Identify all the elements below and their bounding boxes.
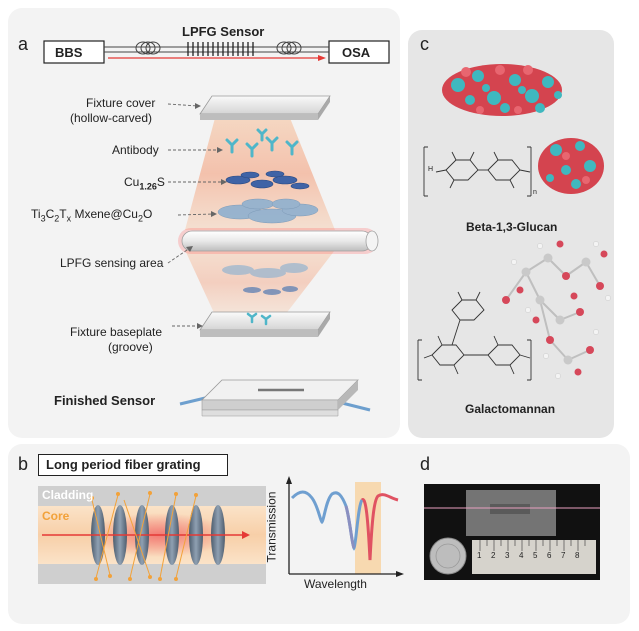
antibody-molecules <box>225 128 299 158</box>
ruler-number-2: 2 <box>491 551 496 560</box>
mx-mxene: Mxene@Cu <box>71 207 138 221</box>
exploded-sensor <box>167 95 379 417</box>
spectrum-xlabel: Wavelength <box>304 577 367 591</box>
baseplate-sublabel: (groove) <box>108 340 153 354</box>
grating-schematic <box>38 486 266 584</box>
panel-b-letter: b <box>18 454 29 474</box>
cus-base: Cu <box>124 175 140 189</box>
glucan-h-label: H <box>428 166 434 173</box>
sensing-area-label: LPFG sensing area <box>60 256 164 270</box>
grating-title-box <box>38 454 228 476</box>
ruler-ticks <box>479 540 586 551</box>
glucan-repeat-n: n <box>533 189 537 196</box>
ruler-number-7: 7 <box>561 551 566 560</box>
sensor-photo <box>424 484 600 580</box>
lpfg-fiber <box>178 228 379 254</box>
photo-coin <box>429 537 467 575</box>
leader-lines <box>167 103 224 327</box>
spectrum-ylabel: Transmission <box>264 491 279 563</box>
mx-t: T <box>59 207 67 221</box>
ruler-number-8: 8 <box>575 551 580 560</box>
lower-sheets <box>222 263 308 295</box>
fixture-cover-sublabel: (hollow-carved) <box>70 111 153 125</box>
cladding-bottom <box>38 564 266 584</box>
cus-sub: 1.26 <box>139 181 157 192</box>
bbs-label: BBS <box>55 45 83 60</box>
leader-arrows <box>186 103 227 329</box>
cladding-top <box>38 486 266 506</box>
cladding-label: Cladding <box>42 488 94 502</box>
photo-sensor-slot <box>490 504 530 514</box>
mx-x: x <box>66 213 72 224</box>
cus-label: Cu1.26S <box>124 175 165 191</box>
glucan-structure <box>423 146 532 197</box>
galactomannan-ballstick <box>502 240 611 379</box>
y-axis-arrow <box>286 476 292 484</box>
mxene-label: Ti3C2Tx Mxene@Cu2O <box>31 207 152 223</box>
photo-ruler <box>472 540 596 574</box>
mx-ti: Ti <box>31 207 41 221</box>
mx-3: 3 <box>40 213 46 224</box>
spectrum-plot <box>286 476 404 577</box>
osa-label: OSA <box>342 45 371 60</box>
fiber-coil-right <box>276 41 302 55</box>
ruler-number-1: 1 <box>477 551 482 560</box>
photo-coin-inner <box>435 543 461 569</box>
fixture-baseplate <box>199 311 331 337</box>
panel-a-letter: a <box>18 34 29 54</box>
x-axis-arrow <box>396 571 404 577</box>
glucan-surface-small <box>538 138 604 194</box>
mx-c: C <box>45 207 55 221</box>
spectrum-curve-2 <box>344 505 356 549</box>
core-label: Core <box>42 509 70 523</box>
coupling-dots <box>90 491 198 581</box>
grating-title: Long period fiber grating <box>46 457 201 472</box>
fiber-coil-left <box>135 41 161 55</box>
light-arrow-head <box>318 55 326 61</box>
mx-cu-2: 2 <box>137 213 143 224</box>
finished-sensor-label: Finished Sensor <box>54 393 156 408</box>
ruler-number-5: 5 <box>533 551 538 560</box>
ruler-number-4: 4 <box>519 551 524 560</box>
fixture-cover <box>199 95 331 120</box>
ruler-number-3: 3 <box>505 551 510 560</box>
grating-marks <box>187 42 254 56</box>
panel-d-letter: d <box>420 454 431 474</box>
bbs-osa-schematic <box>43 40 390 64</box>
galactomannan-structure <box>417 291 532 381</box>
core-light-arrow-head <box>242 531 250 539</box>
fixture-cover-label: Fixture cover <box>86 96 156 110</box>
finished-sensor <box>179 379 371 417</box>
mx-o: O <box>143 207 153 221</box>
galactomannan-name: Galactomannan <box>465 402 556 416</box>
ruler-number-6: 6 <box>547 551 552 560</box>
lpfg-sensor-title: LPFG Sensor <box>182 24 265 39</box>
antibody-label: Antibody <box>112 143 159 157</box>
glucan-name: Beta-1,3-Glucan <box>466 220 558 234</box>
beam-lower <box>185 250 335 315</box>
spectrum-curve-3 <box>360 493 399 561</box>
mxene-sheets <box>217 198 319 224</box>
mx-2: 2 <box>54 213 60 224</box>
glucan-surface-large <box>442 64 562 116</box>
cus-nanodiscs <box>225 170 310 190</box>
baseplate-label: Fixture baseplate <box>70 325 163 339</box>
panel-c-letter: c <box>420 34 429 54</box>
cus-end: S <box>156 175 165 189</box>
coupling-rays <box>91 493 197 579</box>
